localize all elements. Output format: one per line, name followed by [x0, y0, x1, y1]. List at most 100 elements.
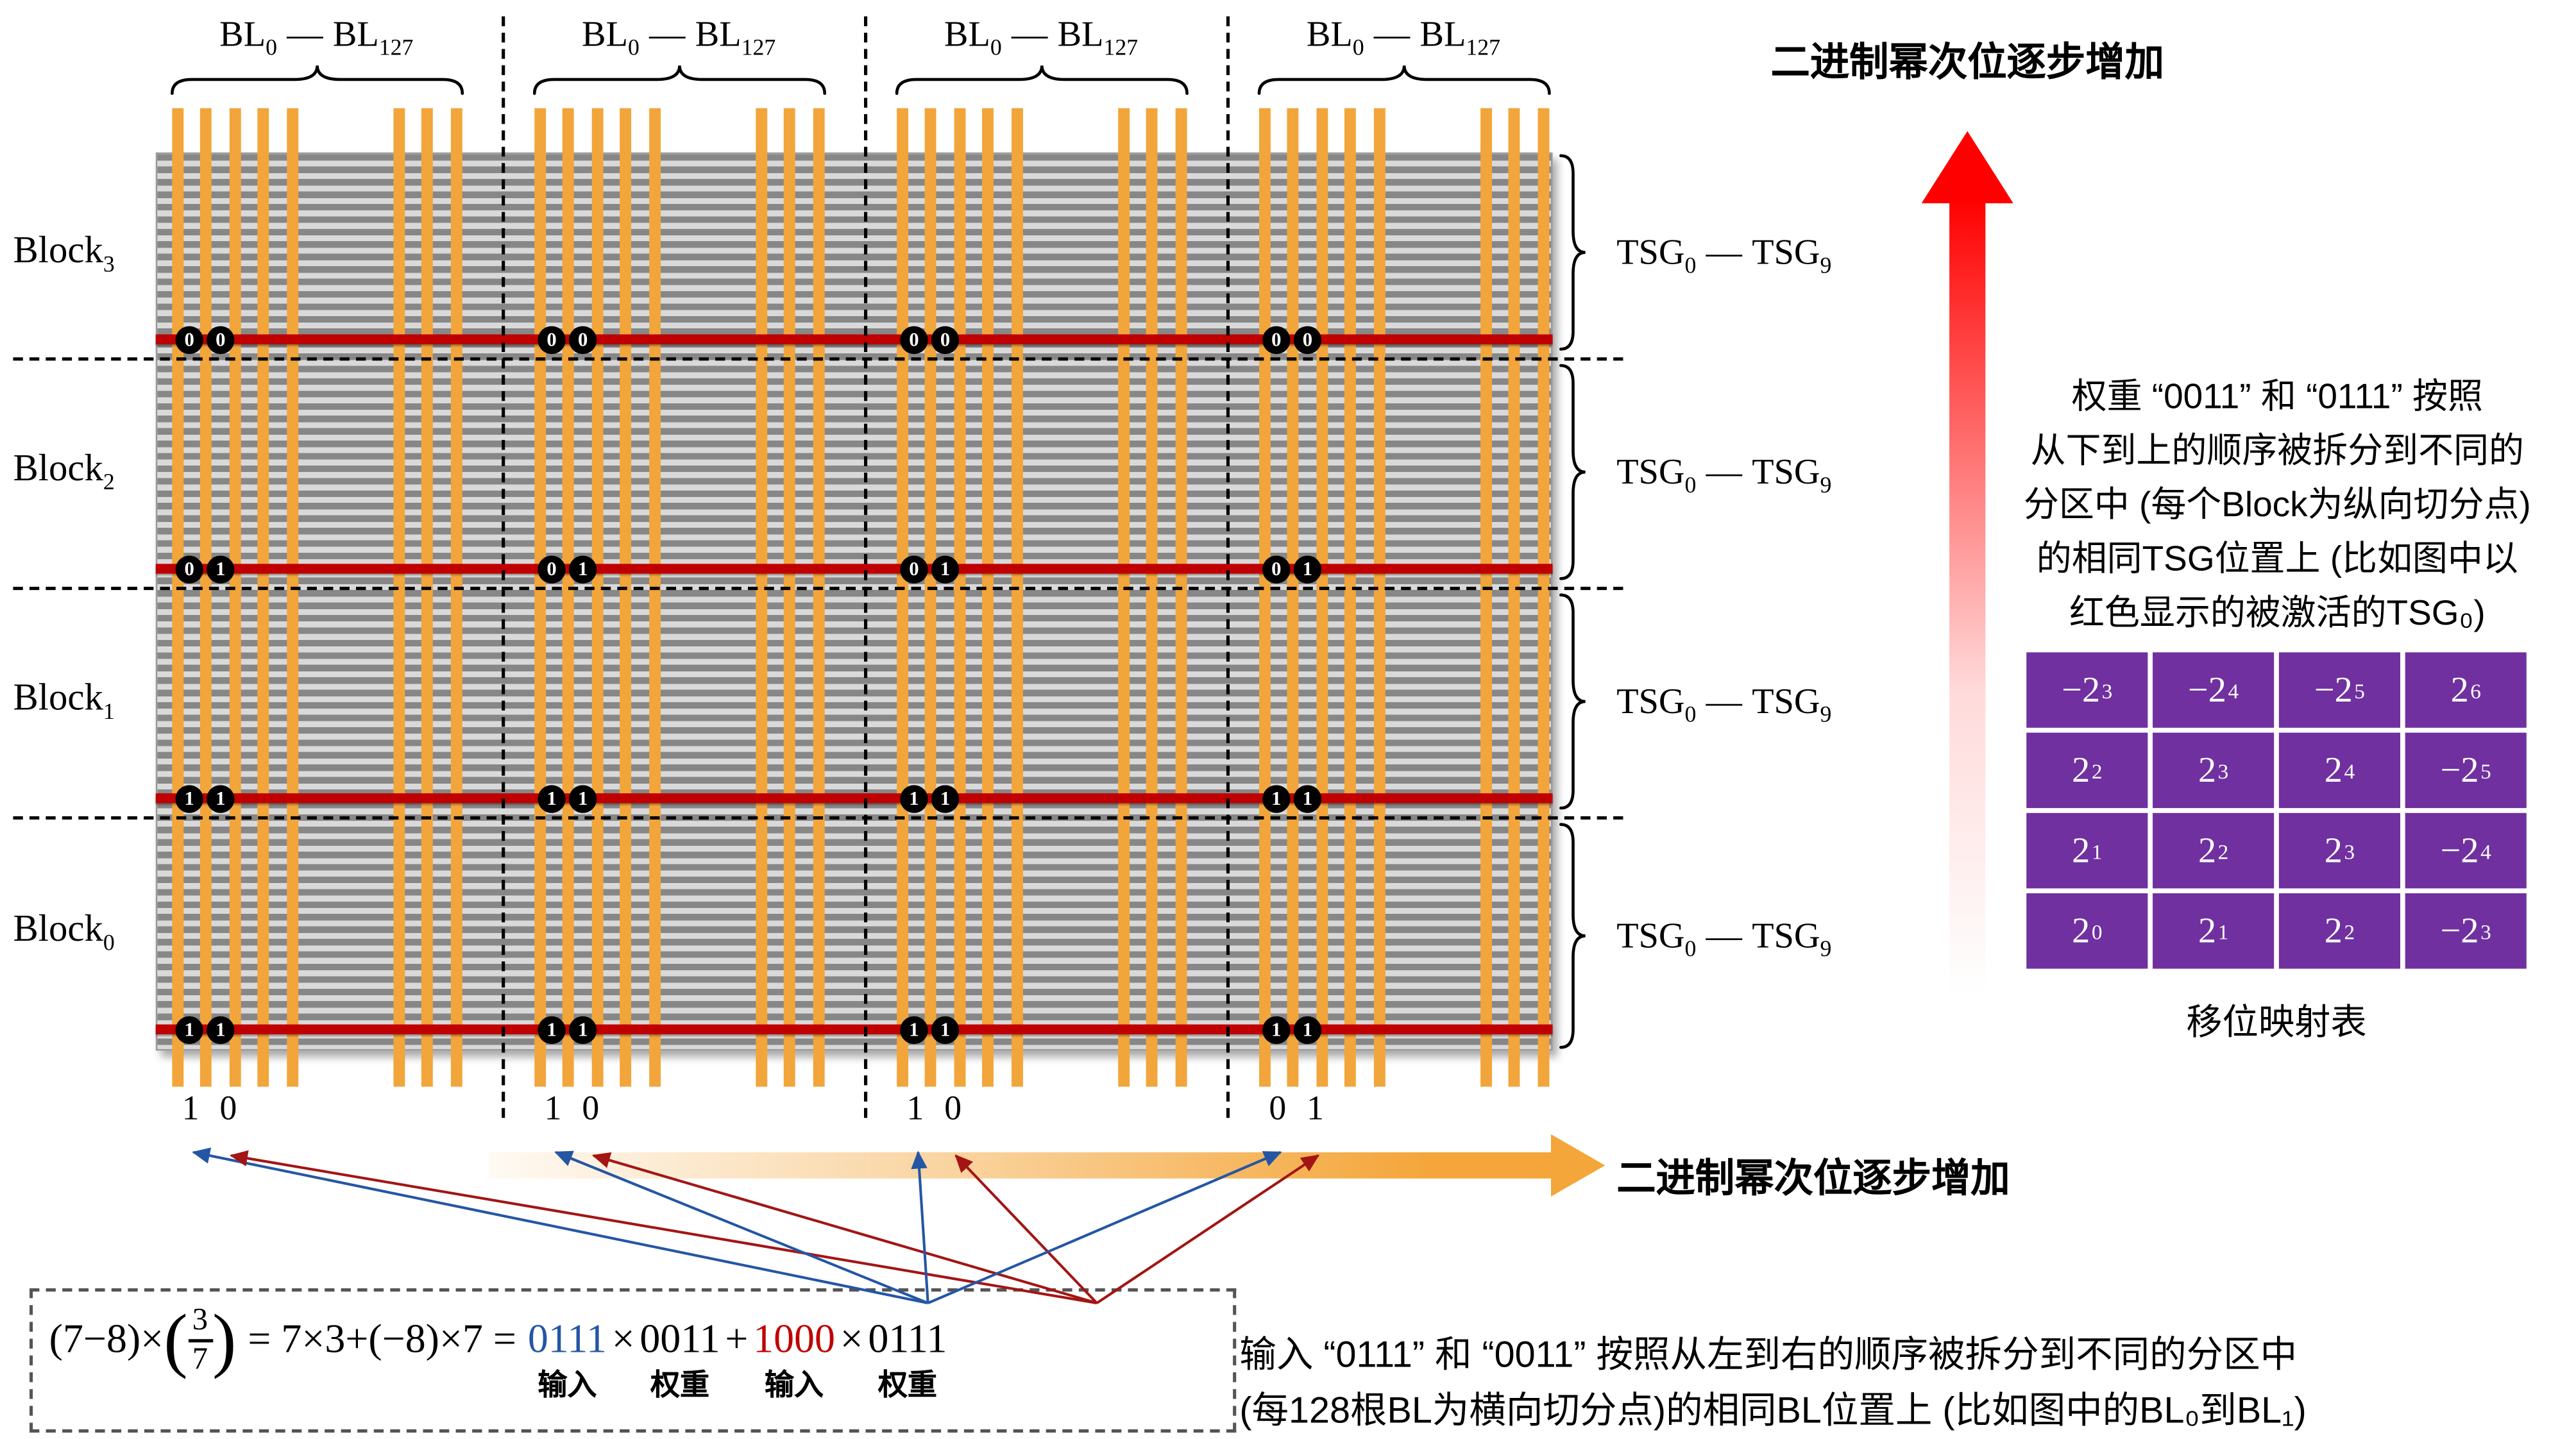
binary-power-up-arrow-label: 二进制幂次位逐步增加 [1770, 40, 2164, 85]
block-label: Block1 [13, 677, 114, 727]
column-bit: 1 [906, 1088, 924, 1128]
tsg-range-label: TSG0—TSG9 [1616, 451, 1831, 501]
tsg-name: TSG [1616, 680, 1685, 721]
power-exponent: 4 [2344, 758, 2355, 783]
power-exponent: 1 [2217, 918, 2229, 943]
column-bit: 0 [219, 1088, 237, 1128]
range-dash: — [1012, 13, 1048, 55]
binary-power-right-arrow-label: 二进制幂次位逐步增加 [1616, 1157, 2010, 1202]
input1-label: 输入 [538, 1368, 597, 1402]
column-bit: 1 [1307, 1088, 1324, 1128]
column-bit: 0 [1269, 1088, 1287, 1128]
bl-overbrace [171, 65, 464, 95]
bl-name: BL [695, 13, 741, 55]
tsg-sub-hi: 9 [1820, 703, 1832, 728]
power-base: 2 [2324, 749, 2343, 790]
weight2-binary: 0111 [868, 1317, 947, 1362]
tsg-range-label: TSG0—TSG9 [1616, 231, 1831, 281]
range-dash: — [649, 13, 686, 55]
bl-name: BL [1057, 13, 1104, 55]
formula-middle: = 7×3+(−8)×7 = [248, 1317, 516, 1362]
range-dash: — [1373, 13, 1411, 55]
note-line: 的相同TSG位置上 (比如图中以 [2036, 539, 2518, 579]
tsg-sub-hi: 9 [1820, 474, 1832, 500]
input2-binary: 1000 [753, 1317, 835, 1362]
bl-sub-hi: 127 [741, 37, 776, 62]
tsg-brace [1559, 593, 1586, 810]
power-base: 2 [2198, 829, 2217, 871]
bl-overbrace [895, 65, 1189, 95]
bl-group-divider-line [864, 16, 868, 1118]
times-operator: × [840, 1317, 863, 1362]
formula-lead: (7−8)× [49, 1317, 164, 1362]
column-bit: 0 [944, 1088, 962, 1128]
tsg-brace [1559, 364, 1586, 580]
bl-range-label: BL0—BL127 [1307, 13, 1500, 63]
binary-power-up-arrow-shaft [1949, 196, 1986, 997]
power-exponent: 3 [2101, 677, 2113, 703]
power-base: −2 [2440, 829, 2479, 871]
power-base: −2 [2314, 668, 2353, 710]
tsg-sub-lo: 0 [1684, 474, 1697, 500]
left-paren: ( [164, 1300, 188, 1381]
tsg-name: TSG [1752, 680, 1820, 721]
range-dash: — [1706, 914, 1742, 956]
block-label: Block2 [13, 448, 114, 498]
term-input1: 0111 输入 [528, 1318, 607, 1401]
shift-map-table-caption: 移位映射表 [2186, 1001, 2367, 1043]
power-exponent: 2 [2344, 918, 2355, 943]
weight1-label: 权重 [650, 1368, 710, 1402]
power-exponent: 5 [2480, 758, 2491, 783]
note-line: 分区中 (每个Block为纵向切分点) [2023, 485, 2531, 525]
binary-power-right-arrow-head [1550, 1134, 1606, 1197]
power-base: 2 [2324, 829, 2343, 871]
tsg-sub-hi: 9 [1820, 938, 1832, 963]
block-label: Block3 [13, 230, 114, 280]
fraction-bar [187, 1339, 213, 1343]
term-weight1: 0011 权重 [640, 1317, 720, 1401]
block-index: 2 [103, 471, 115, 496]
power-exponent: 3 [2480, 918, 2491, 943]
column-bit: 1 [182, 1088, 199, 1128]
right-paren: ) [212, 1300, 237, 1381]
example-formula: (7−8)× ( 3 7 ) = 7×3+(−8)×7 = 0111 输入 × … [49, 1300, 1217, 1401]
power-exponent: 1 [2091, 838, 2103, 863]
power-base: −2 [2440, 909, 2479, 951]
tsg-range-label: TSG0—TSG9 [1616, 914, 1831, 964]
power-exponent: 3 [2217, 758, 2229, 783]
bl-name: BL [1306, 13, 1353, 55]
bl-range-label: BL0—BL127 [944, 13, 1138, 63]
bl-name: BL [332, 13, 379, 55]
bl-group-divider-line [1226, 16, 1230, 1118]
block-index: 3 [103, 253, 115, 278]
tsg-name: TSG [1616, 914, 1685, 956]
power-exponent: 6 [2470, 677, 2481, 703]
tsg-name: TSG [1752, 914, 1820, 956]
block-index: 0 [103, 932, 115, 957]
bl-name: BL [1419, 13, 1466, 55]
note-line: 从下到上的顺序被拆分到不同的 [2030, 431, 2524, 471]
tsg-name: TSG [1616, 231, 1685, 273]
times-operator: × [611, 1317, 635, 1362]
fraction-denominator: 7 [192, 1342, 208, 1377]
note-line: 红色显示的被激活的TSG₀) [2069, 593, 2486, 633]
bl-group-divider-line [502, 16, 505, 1118]
plus-operator: + [725, 1317, 749, 1362]
weight1-binary: 0011 [640, 1317, 720, 1362]
power-exponent: 2 [2091, 758, 2103, 783]
tsg-name: TSG [1616, 450, 1685, 492]
bl-sub-lo: 0 [1352, 37, 1364, 62]
tsg-sub-lo: 0 [1684, 703, 1697, 728]
tsg-sub-lo: 0 [1684, 255, 1697, 280]
